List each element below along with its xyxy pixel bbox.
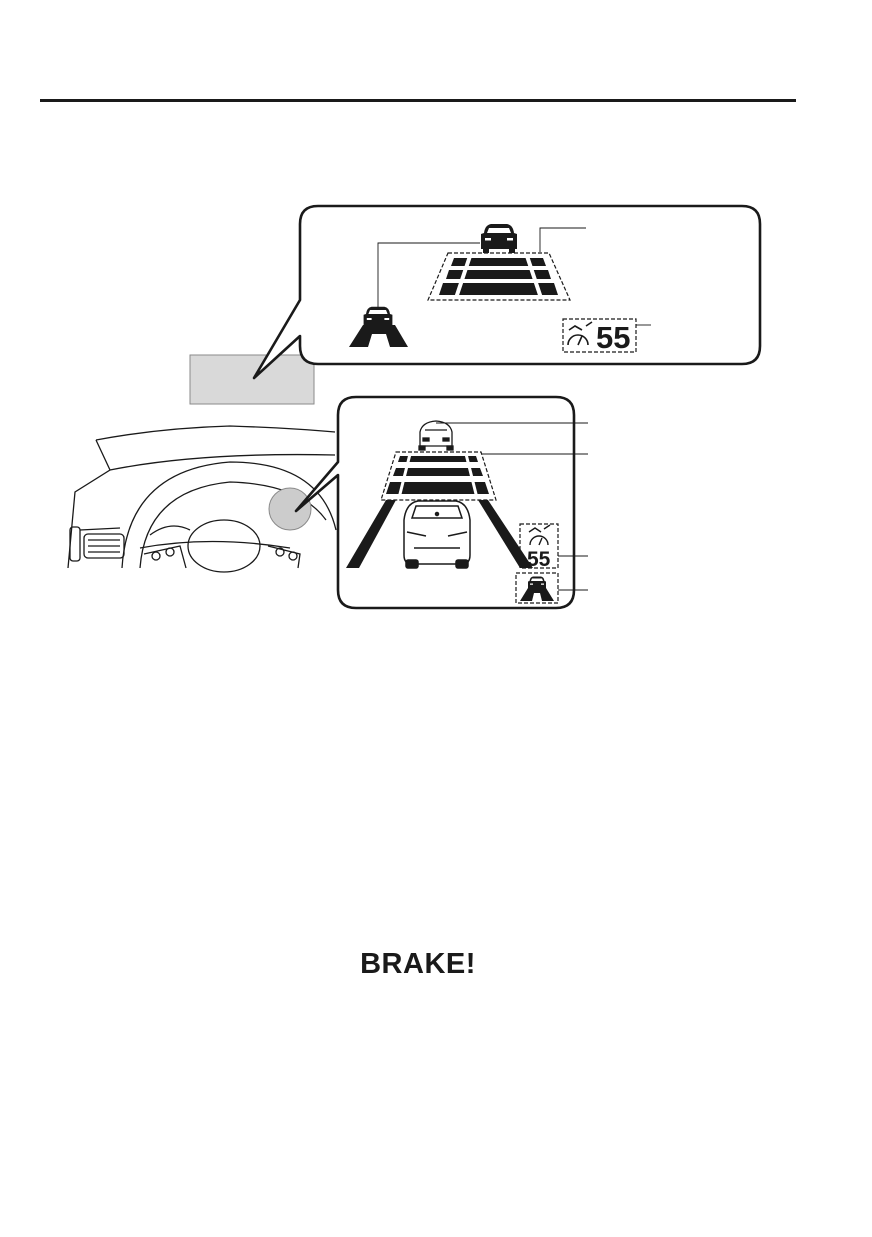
header-rule (40, 99, 796, 102)
hud-speed-box (562, 318, 637, 353)
cluster-distance-bar-icon (380, 451, 497, 501)
cluster-vehicle-ahead-icon (418, 420, 454, 451)
cluster-set-speed-icon (528, 524, 551, 546)
cluster-lane-lines (346, 500, 533, 568)
own-vehicle-lane-icon (349, 306, 408, 347)
cluster-lane-icon (515, 572, 559, 604)
vehicle-ahead-icon (481, 224, 517, 253)
cluster-speed-value: 55 (527, 548, 551, 571)
cluster-leader-lines (436, 422, 588, 591)
hud-speed-value: 55 (596, 320, 630, 355)
hud-and-cluster-illustration: 55 (67, 204, 762, 610)
cluster-own-vehicle-icon (403, 500, 471, 569)
hud-leader-lines (377, 227, 651, 326)
set-speed-icon (567, 321, 593, 346)
windshield-display-area (189, 354, 315, 405)
cluster-speed-box (519, 523, 559, 569)
brake-warning-text: BRAKE! (360, 948, 476, 980)
meter-display-area (268, 487, 312, 531)
dashboard-drawing (67, 425, 337, 573)
distance-bar-icon (427, 252, 571, 301)
